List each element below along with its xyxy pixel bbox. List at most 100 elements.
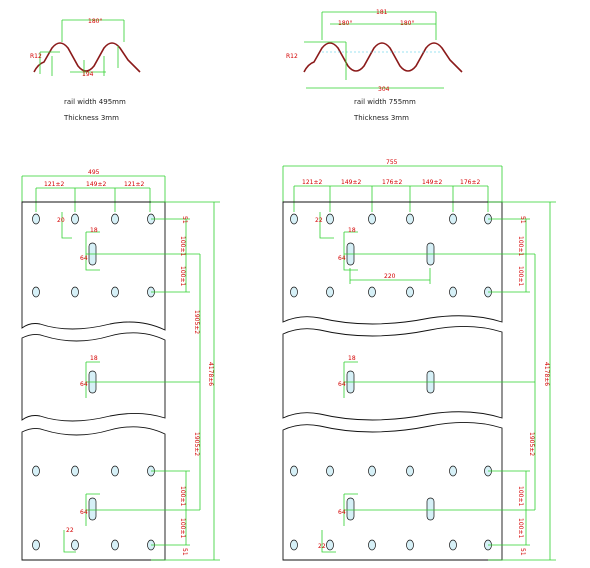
right-edge-offset-bottom: 51 [519,548,526,556]
left-plate: 495 121±2 149±2 121±2 20 64 18 64 [21,169,220,561]
left-profile: 180° R12 194 rail width 495mm Thickness … [30,18,141,122]
right-col-spacing-4: 149±2 [422,179,442,186]
left-row-a: 100±1 [179,236,186,256]
hole [449,213,457,225]
hole [449,539,457,551]
slot [426,497,435,521]
right-profile-dim-mid-a: 180° [338,20,352,27]
right-edge-offset: 51 [519,216,526,224]
right-total-length: 4178±6 [543,362,550,386]
hole [406,465,414,477]
hole [326,539,334,551]
hole [71,213,79,225]
right-panel-bottom [282,421,503,561]
right-panel-middle [282,325,503,421]
left-panel-bottom [21,426,166,561]
right-col-spacing-3: 176±2 [382,179,402,186]
left-slot-w: 18 [90,227,98,234]
left-hole-dia2: 22 [66,527,74,534]
left-col-spacing-1: 121±2 [44,181,64,188]
hole [32,465,40,477]
right-profile: 181 180° 180° R12 304 rail width 755mm T… [286,9,463,122]
left-edge-offset-bottom: 51 [181,548,188,556]
right-overall-width: 755 [386,159,398,166]
right-hole-dia-bottom: 22 [318,543,326,550]
left-col-spacing-2: 149±2 [86,181,106,188]
left-panel-middle [21,332,166,422]
right-long-seg: 1905±2 [528,432,535,456]
right-holes-top [290,213,492,298]
hole [111,539,119,551]
hole [406,286,414,298]
left-slot-w-mid: 18 [90,355,98,362]
right-row-b: 100±1 [517,266,524,286]
hole [111,286,119,298]
left-row-b: 100±1 [179,266,186,286]
right-profile-dim-side: R12 [286,53,298,60]
right-slot-w: 18 [348,227,356,234]
hole [368,465,376,477]
left-slot-len-bottom: 64 [80,509,88,516]
left-profile-dim-top: 180° [88,18,102,25]
right-profile-dim-bottom: 304 [378,86,390,93]
right-slot-w-mid: 18 [348,355,356,362]
hole [71,465,79,477]
left-slot-len-mid: 64 [80,381,88,388]
hole [111,465,119,477]
left-total-length: 4178±6 [207,362,214,386]
left-caption-thickness: Thickness 3mm [63,114,119,122]
left-panel-top [21,201,166,331]
right-slot-len: 64 [338,255,346,262]
right-slot-gap: 220 [384,273,396,280]
left-col-spacing-3: 121±2 [124,181,144,188]
hole [290,213,298,225]
hole [290,286,298,298]
left-profile-dim-side: R12 [30,53,42,60]
right-profile-dim-top: 181 [376,9,388,16]
hole [326,213,334,225]
right-slot-len-bottom: 64 [338,509,346,516]
hole [71,539,79,551]
right-row-a-bottom: 100±1 [517,486,524,506]
hole [32,539,40,551]
right-holes-bottom [290,465,492,551]
left-overall-width: 495 [88,169,100,176]
right-hole-dia: 22 [315,217,323,224]
left-hole-dia: 20 [57,217,65,224]
hole [32,286,40,298]
left-caption-width: rail width 495mm [64,98,126,106]
hole [449,465,457,477]
right-slot-len-mid: 64 [338,381,346,388]
right-row-a: 100±1 [517,236,524,256]
hole [32,213,40,225]
left-long-seg-2: 1905±2 [193,432,200,456]
hole [368,286,376,298]
left-edge-offset: 51 [181,216,188,224]
hole [406,213,414,225]
right-row-b-bottom: 100±1 [517,518,524,538]
right-panel-top [282,201,503,325]
left-long-seg: 1905±2 [193,310,200,334]
hole [406,539,414,551]
hole [449,286,457,298]
right-col-spacing-2: 149±2 [341,179,361,186]
hole [368,213,376,225]
slot [346,497,355,521]
left-slot-len: 64 [80,255,88,262]
hole [71,286,79,298]
right-col-spacing-5: 176±2 [460,179,480,186]
slot [88,497,97,521]
right-caption-width: rail width 755mm [354,98,416,106]
hole [326,286,334,298]
hole [326,465,334,477]
right-caption-thickness: Thickness 3mm [353,114,409,122]
left-row-a-bottom: 100±1 [179,486,186,506]
right-col-spacing-1: 121±2 [302,179,322,186]
left-profile-wave [33,42,141,73]
right-plate: 755 121±2 149±2 176±2 149±2 176±2 22 [282,159,556,561]
left-profile-dim-bottom: 194 [82,71,94,78]
hole [111,213,119,225]
hole [368,539,376,551]
right-profile-wave [303,42,463,73]
